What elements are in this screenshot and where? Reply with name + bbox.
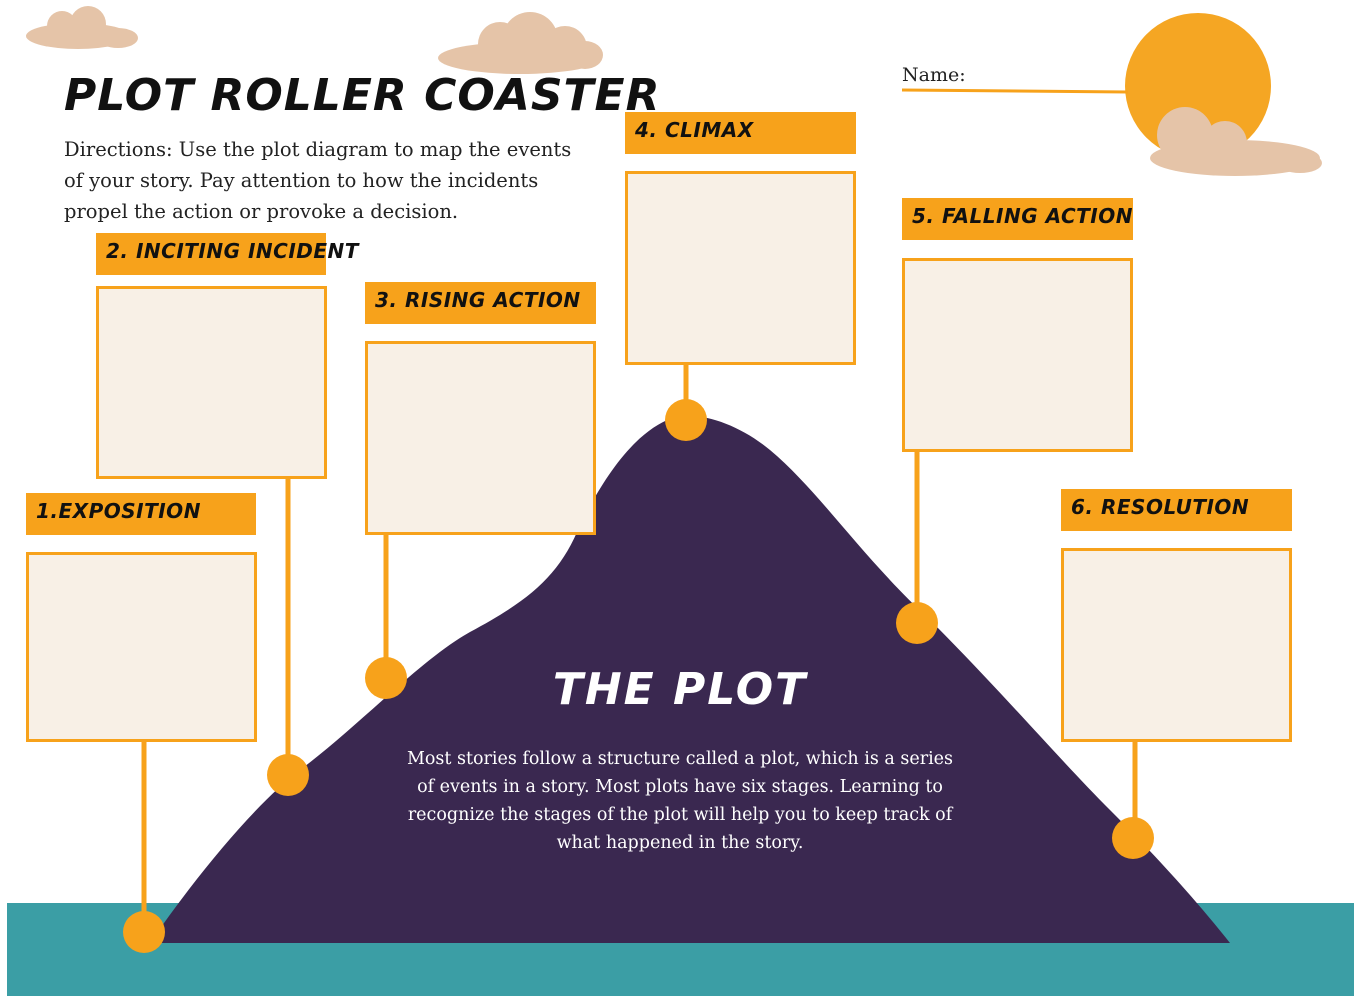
cloud-top-center bbox=[438, 12, 603, 74]
dot-rising-action bbox=[365, 657, 407, 699]
dot-resolution bbox=[1112, 817, 1154, 859]
stage-box-climax[interactable] bbox=[625, 171, 856, 365]
cloud-sun bbox=[1150, 107, 1322, 176]
name-underline bbox=[901, 88, 1129, 94]
stage-label-exposition: 1.EXPOSITION bbox=[26, 493, 256, 535]
stage-label-resolution: 6. RESOLUTION bbox=[1061, 489, 1292, 531]
stage-box-resolution[interactable] bbox=[1061, 548, 1292, 742]
name-label: Name: bbox=[902, 64, 966, 86]
directions-text: Directions: Use the plot diagram to map … bbox=[64, 138, 572, 223]
stage-connectors bbox=[141, 364, 1138, 930]
stage-box-rising-action[interactable] bbox=[365, 341, 596, 535]
stage-label-inciting-incident: 2. INCITING INCIDENT bbox=[96, 233, 358, 275]
cloud-top-left bbox=[26, 6, 138, 49]
dot-climax bbox=[665, 399, 707, 441]
stage-box-inciting-incident[interactable] bbox=[96, 286, 327, 479]
stage-label-rising-action: 3. RISING ACTION bbox=[365, 282, 596, 324]
dot-falling-action bbox=[896, 602, 938, 644]
stage-label-climax: 4. CLIMAX bbox=[625, 112, 856, 154]
plot-heading: THE PLOT bbox=[552, 664, 808, 715]
stage-box-exposition[interactable] bbox=[26, 552, 257, 742]
plot-description: Most stories follow a structure called a… bbox=[406, 749, 954, 853]
dot-exposition bbox=[123, 911, 165, 953]
stage-label-falling-action: 5. FALLING ACTION bbox=[902, 198, 1133, 240]
dot-inciting-incident bbox=[267, 754, 309, 796]
stage-box-falling-action[interactable] bbox=[902, 258, 1133, 452]
page-title: PLOT ROLLER COASTER bbox=[64, 70, 661, 121]
plot-mountain bbox=[150, 415, 1230, 943]
